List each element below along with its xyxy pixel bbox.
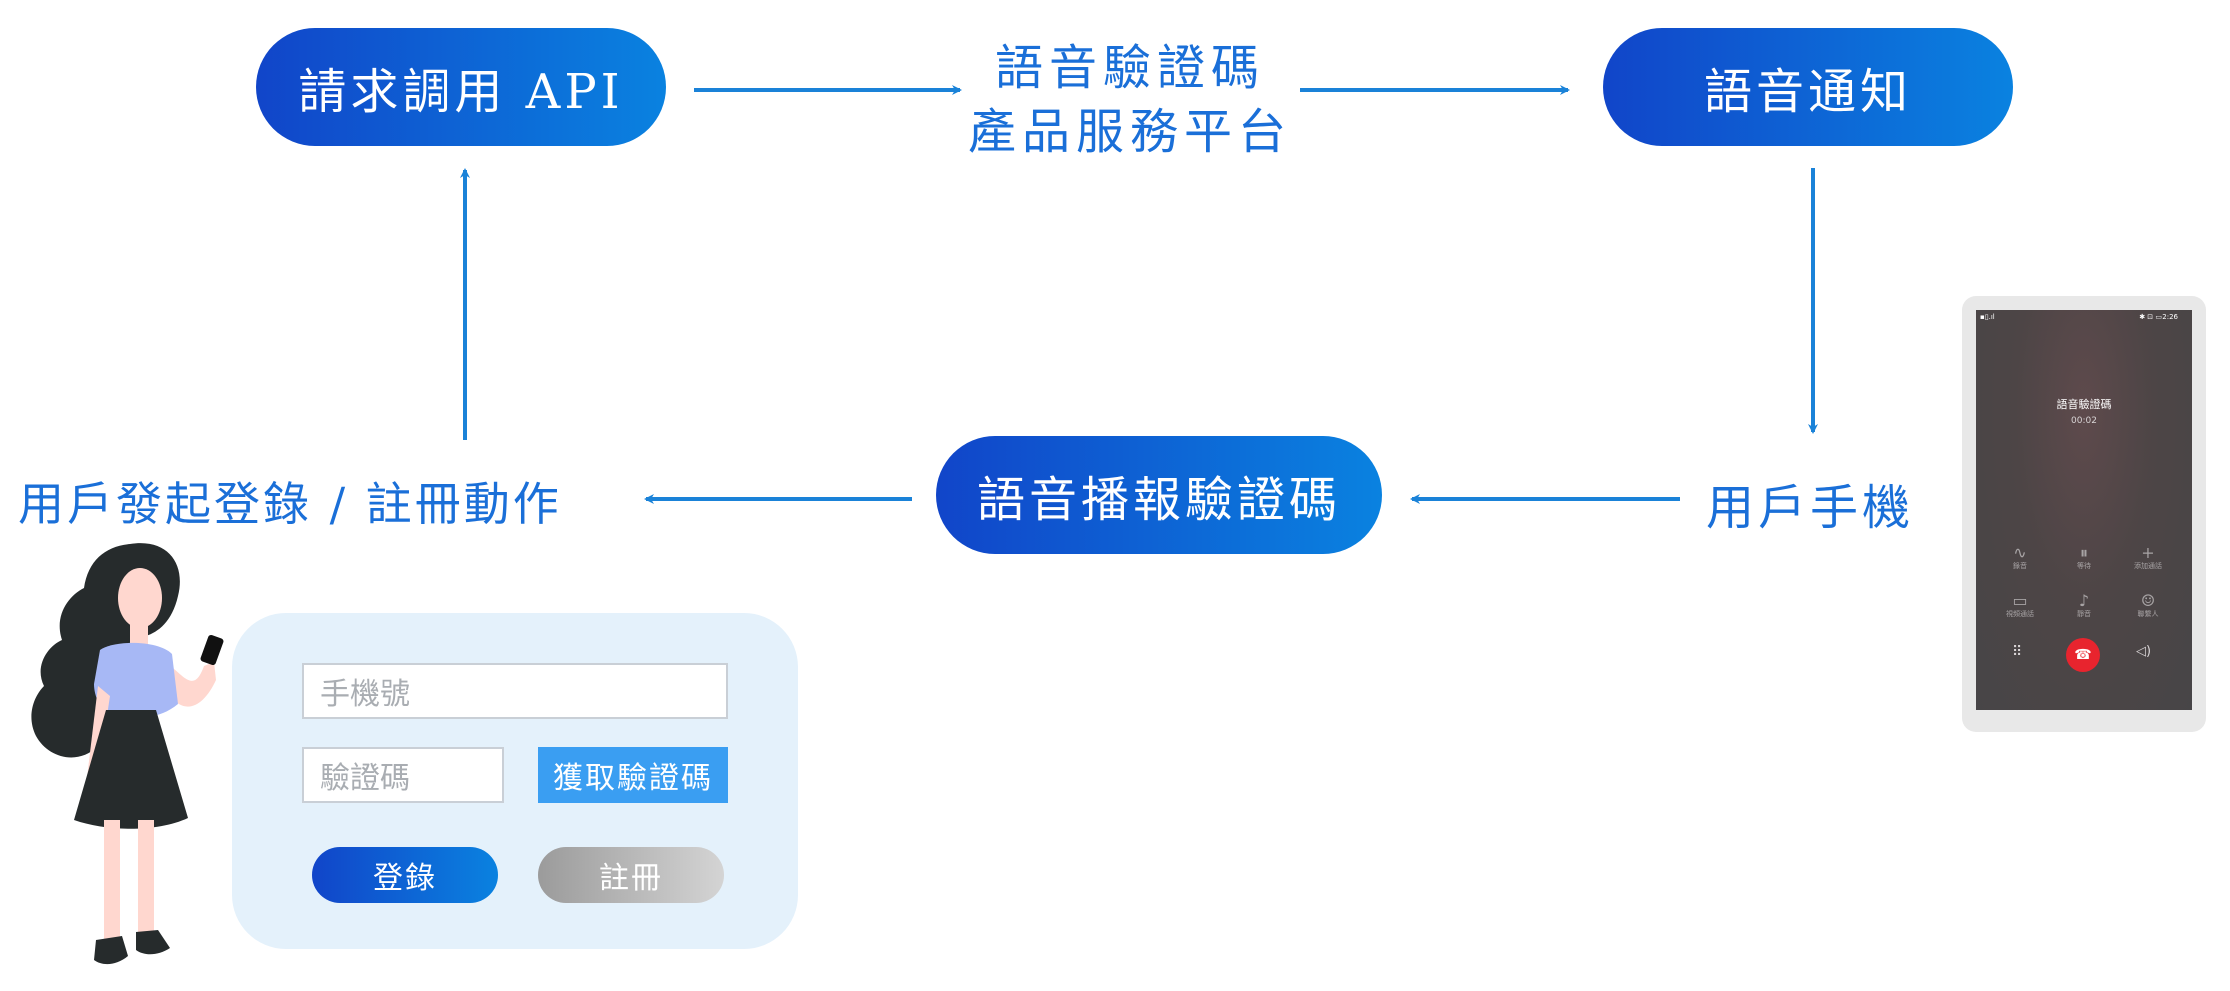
hangup-icon: ☎ [2074,647,2092,663]
shirt-shape [94,642,178,716]
signal-icon: ▪▯.ıl [1980,313,1995,321]
record-control[interactable]: ∿ 錄音 [2000,544,2040,571]
battery-icon: ✱ ⊡ ▭ [2139,313,2162,321]
contacts-control[interactable]: ☺ 聯繫人 [2128,592,2168,619]
plus-icon: + [2141,543,2155,562]
voice-broadcast-label: 語音播報驗證碼 [976,472,1341,528]
pause-icon: ⏸ [2079,543,2088,562]
contact-icon: ☺ [2140,591,2156,610]
phone-screen: ▪▯.ıl 2:26 ✱ ⊡ ▭ 語音驗證碼 00:02 ∿ 錄音 ⏸ 等待 +… [1976,310,2192,710]
phone-number-input[interactable]: 手機號 [302,663,728,719]
hold-control[interactable]: ⏸ 等待 [2064,544,2104,571]
request-api-node: 請求調用 API [256,28,666,146]
speaker-icon[interactable]: ◁) [2136,644,2152,659]
status-time: 2:26 [2162,313,2178,321]
verification-code-placeholder: 驗證碼 [320,761,410,796]
add-call-control[interactable]: + 添加通話 [2128,544,2168,571]
arm-shape [168,662,216,707]
dialpad-icon[interactable]: ⠿ [2012,644,2023,660]
user-action-label: 用戶發起登錄 / 註冊動作 [18,477,562,531]
platform-node: 語音驗證碼 產品服務平台 [960,36,1300,164]
login-form-card: 手機號 驗證碼 獲取驗證碼 登錄 註冊 [232,613,798,949]
login-button[interactable]: 登錄 [312,847,498,903]
phone-number-placeholder: 手機號 [320,677,410,712]
video-icon: ▭ [2012,591,2028,610]
request-api-label: 請求調用 API [298,64,624,120]
register-button[interactable]: 註冊 [538,847,724,903]
voice-notify-label: 語音通知 [1703,64,1912,120]
voice-notify-node: 語音通知 [1603,28,2013,146]
voice-broadcast-node: 語音播報驗證碼 [936,436,1382,554]
video-call-control[interactable]: ▭ 視頻通話 [2000,592,2040,619]
register-label: 註冊 [599,861,663,896]
platform-line-2: 產品服務平台 [967,104,1292,160]
woman-illustration [31,543,224,965]
verification-code-input[interactable]: 驗證碼 [302,747,504,803]
waveform-icon: ∿ [2013,543,2027,562]
mute-control[interactable]: ♪ 靜音 [2064,592,2104,619]
login-label: 登錄 [373,861,437,896]
caller-name: 語音驗證碼 [2056,398,2112,411]
get-code-label: 獲取驗證碼 [553,761,713,796]
get-code-button[interactable]: 獲取驗證碼 [538,747,728,803]
platform-line-1: 語音驗證碼 [994,40,1265,96]
skirt-shape [74,710,188,829]
hangup-button[interactable]: ☎ [2066,638,2100,672]
mic-icon: ♪ [2078,591,2090,610]
phone-mockup: ▪▯.ıl 2:26 ✱ ⊡ ▭ 語音驗證碼 00:02 ∿ 錄音 ⏸ 等待 +… [1962,296,2206,732]
face-shape [118,568,162,628]
call-timer: 00:02 [2071,416,2097,426]
user-phone-label: 用戶手機 [1706,480,1915,536]
hand-phone-icon [200,634,224,666]
